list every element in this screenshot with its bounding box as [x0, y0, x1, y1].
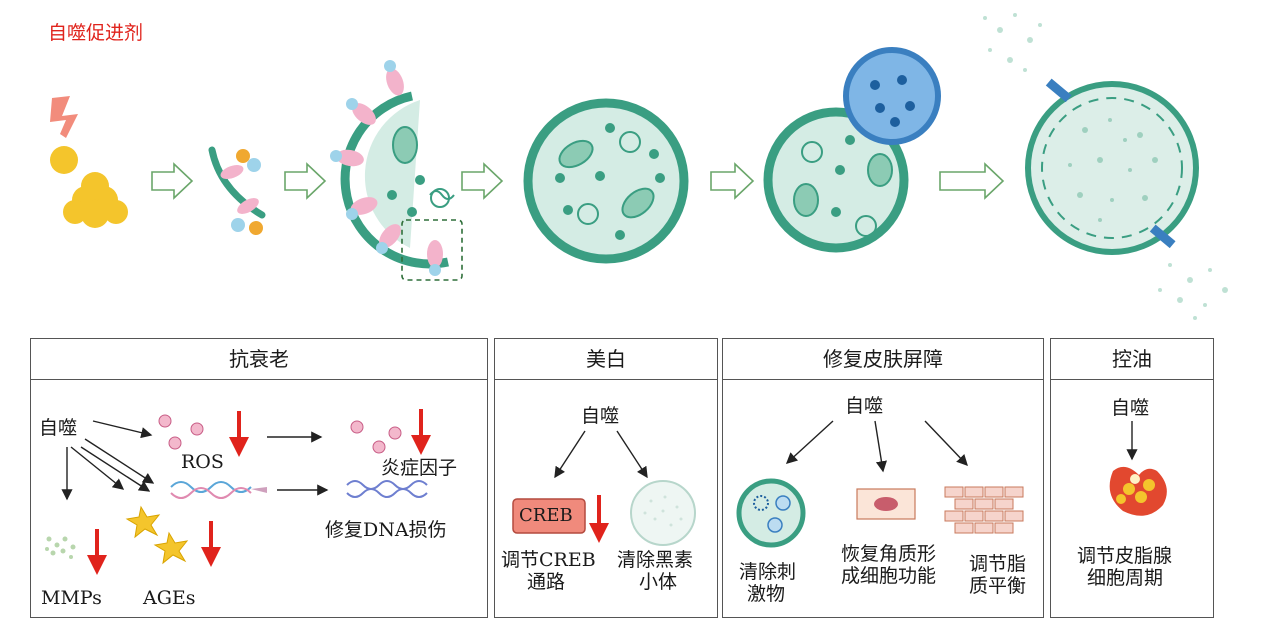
- dna-helix-icon: [170, 480, 428, 499]
- zoom-box: [401, 219, 463, 281]
- sebaceous-label-2: 细胞周期: [1087, 567, 1164, 589]
- whitening-diagram: [512, 430, 696, 546]
- panel-title: 控油: [1051, 339, 1213, 380]
- panel-antiaging: 抗衰老: [30, 338, 488, 618]
- phagophore-fragment: [208, 146, 266, 235]
- ages-star-icon: [153, 531, 189, 565]
- autophagy-label: 自噬: [845, 395, 884, 417]
- lipid-label-1: 调节脂: [969, 553, 1027, 575]
- lipid-label-2: 质平衡: [969, 575, 1027, 597]
- stimulus-stage: [50, 96, 128, 228]
- creb-box: [512, 498, 586, 534]
- sebaceous-gland-icon: [1109, 466, 1167, 516]
- hollow-arrow-4: [710, 162, 755, 200]
- autolysosome-fusion: [763, 47, 941, 253]
- keratin-label-1: 恢复角质形: [841, 543, 937, 565]
- ros-label: ROS: [181, 451, 224, 473]
- keratin-label-2: 成细胞功能: [841, 565, 937, 587]
- panel-oil-control: 控油 自噬 调节皮脂腺 细胞周期: [1050, 338, 1214, 618]
- hollow-arrow-1: [151, 162, 194, 200]
- autophagy-pathway-illustration: [50, 13, 1228, 320]
- molecule-small: [50, 146, 78, 174]
- ages-star-icon: [125, 505, 161, 539]
- inflammation-label: 炎症因子: [381, 457, 458, 479]
- panel-title: 修复皮肤屏障: [723, 339, 1043, 380]
- ages-label: AGEs: [143, 587, 196, 609]
- hollow-arrow-2: [284, 162, 327, 200]
- panel-whitening: 美白 自噬 CREB 调节CREB 通路 清除黑素 小体: [494, 338, 718, 618]
- barrier-diagram: [736, 420, 1024, 548]
- irritant-label-1: 清除刺: [739, 561, 797, 583]
- irritant-cell-icon: [736, 478, 806, 548]
- hollow-arrow-5: [939, 162, 1005, 200]
- irritant-label-2: 激物: [747, 583, 786, 605]
- panel-barrier: 修复皮肤屏障 自噬 清除刺 激物 恢复角质形 成细胞功能 调节脂 质平衡: [722, 338, 1044, 618]
- sebaceous-label-1: 调节皮脂腺: [1077, 545, 1173, 567]
- melano-label-1: 清除黑素: [617, 549, 694, 571]
- degraded-autolysosome: [983, 13, 1228, 320]
- panel-title: 抗衰老: [31, 339, 487, 380]
- autophagy-label: 自噬: [1111, 397, 1150, 419]
- melano-label-2: 小体: [639, 571, 678, 593]
- creb-box-label: CREB: [519, 505, 573, 526]
- mmps-label: MMPs: [41, 587, 102, 609]
- hollow-arrow-3: [461, 162, 504, 200]
- growing-phagophore: [330, 60, 463, 281]
- autophagy-label: 自噬: [39, 417, 78, 439]
- dna-repair-label: 修复DNA损伤: [325, 519, 447, 541]
- autophagy-label: 自噬: [581, 405, 620, 427]
- lipid-brick-icon: [944, 486, 1024, 534]
- creb-label-1: 调节CREB: [501, 549, 596, 571]
- antiaging-diagram: [45, 409, 431, 575]
- melanosome-icon: [630, 480, 696, 546]
- oil-diagram: [1109, 421, 1167, 516]
- lightning-icon: [50, 96, 78, 138]
- page-title: 自噬促进剂: [48, 22, 144, 44]
- creb-label-2: 通路: [527, 571, 566, 593]
- molecule-cluster: [63, 172, 128, 228]
- panel-title: 美白: [495, 339, 717, 380]
- autophagosome: [523, 98, 689, 264]
